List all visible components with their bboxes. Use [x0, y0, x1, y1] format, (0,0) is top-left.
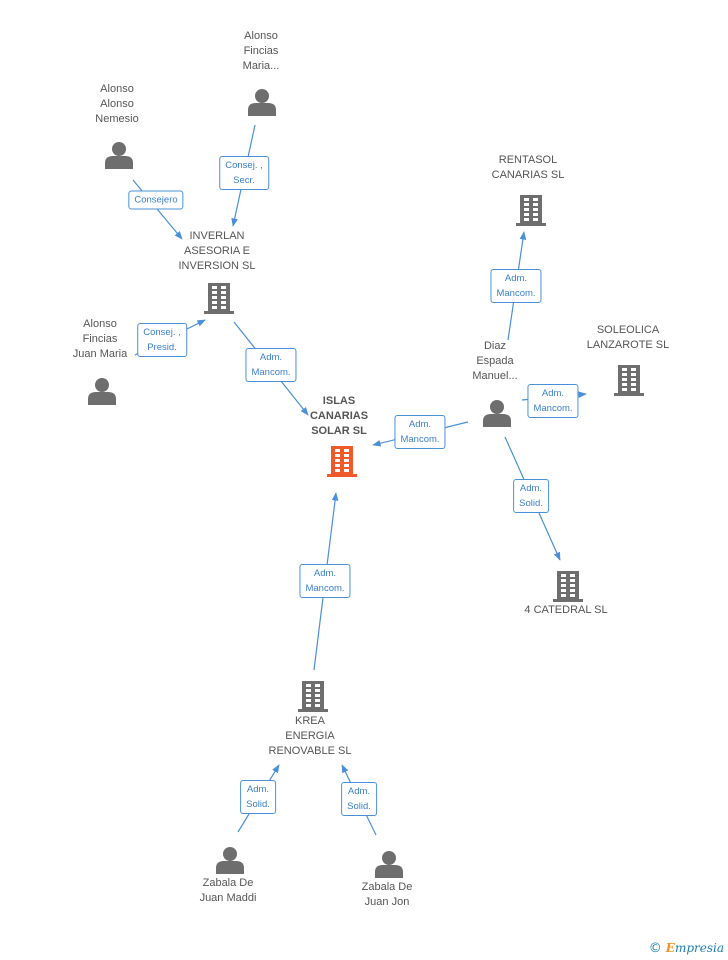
- node-label-line: Alonso: [83, 318, 117, 330]
- edge-label-e8[interactable]: Adm. Solid.: [513, 479, 549, 513]
- edge-alonso_nemesio-to-inverlan: [132, 179, 183, 240]
- edge-label-line: Consej. ,: [143, 327, 181, 338]
- empresia-brand-logo[interactable]: ©Empresia: [649, 941, 724, 956]
- person-icon[interactable]: [248, 89, 276, 116]
- building-icon[interactable]: [204, 283, 234, 314]
- edge-label-line: Consej. ,: [225, 160, 263, 171]
- edge-label-line: Adm.: [504, 273, 528, 284]
- edge-label-line: Solid.: [519, 498, 543, 509]
- node-label-line: CANARIAS SL: [491, 169, 565, 181]
- node-label-line: Fincias: [243, 45, 279, 57]
- node-label-line: Juan Maddi: [199, 892, 257, 904]
- node-label-krea[interactable]: KREA ENERGIA RENOVABLE SL: [269, 714, 352, 759]
- node-label-line: CANARIAS: [309, 410, 369, 422]
- edge-label-e10[interactable]: Adm. Solid.: [240, 780, 276, 814]
- node-label-line: ASESORIA E: [183, 245, 251, 257]
- node-label-line: Juan Jon: [364, 896, 410, 908]
- edge-label-e4[interactable]: Adm. Mancom.: [245, 348, 297, 382]
- edge-label-e3[interactable]: Consej. , Presid.: [137, 323, 187, 357]
- edge-label-e1[interactable]: Consej. , Secr.: [219, 156, 269, 190]
- edge-label-line: Mancom.: [533, 403, 573, 414]
- node-label-line: Alonso: [100, 83, 134, 95]
- edge-label-line: Mancom.: [251, 367, 291, 378]
- node-label-line: Zabala De: [202, 877, 254, 889]
- node-label-line: Maria...: [242, 60, 280, 72]
- edge-label-line: Adm.: [347, 786, 371, 797]
- node-label-line: RENOVABLE SL: [268, 745, 352, 757]
- node-label-line: SOLEOLICA: [596, 324, 660, 336]
- edge-label-e5[interactable]: Adm. Mancom.: [394, 415, 446, 449]
- brand-name: mpresia: [674, 941, 724, 955]
- edge-label-line: Mancom.: [305, 583, 345, 594]
- icons-layer: [88, 89, 644, 878]
- node-label-zabala_maddi[interactable]: Zabala De Juan Maddi: [200, 876, 257, 906]
- node-label-zabala_jon[interactable]: Zabala De Juan Jon: [362, 880, 413, 910]
- person-icon[interactable]: [88, 378, 116, 405]
- building-icon[interactable]: [614, 365, 644, 396]
- edge-label-e7[interactable]: Adm. Mancom.: [527, 384, 579, 418]
- node-label-catedral[interactable]: 4 CATEDRAL SL: [524, 603, 607, 618]
- edge-label-line: Mancom.: [496, 288, 536, 299]
- node-label-line: 4 CATEDRAL SL: [524, 604, 608, 616]
- node-label-islas[interactable]: ISLAS CANARIAS SOLAR SL: [310, 394, 368, 439]
- node-label-line: SOLAR SL: [311, 425, 367, 437]
- edge-label-line: Presid.: [147, 342, 177, 353]
- person-icon[interactable]: [216, 847, 244, 874]
- node-label-line: Alonso: [100, 98, 134, 110]
- node-label-inverlan[interactable]: INVERLAN ASESORIA E INVERSION SL: [178, 229, 255, 274]
- edge-label-e9[interactable]: Adm. Mancom.: [299, 564, 351, 598]
- copyright-icon: ©: [648, 941, 662, 956]
- node-label-line: ISLAS: [322, 395, 356, 407]
- brand-initial: E: [665, 941, 675, 955]
- edge-label-e11[interactable]: Adm. Solid.: [341, 782, 377, 816]
- person-icon[interactable]: [105, 142, 133, 169]
- edge-label-e2[interactable]: Consejero: [128, 190, 184, 210]
- edge-label-line: Secr.: [233, 175, 255, 186]
- building-icon[interactable]: [516, 195, 546, 226]
- building-icon[interactable]: [327, 446, 357, 477]
- edge-label-line: Adm.: [541, 388, 565, 399]
- node-label-line: LANZAROTE SL: [586, 339, 670, 351]
- person-icon[interactable]: [375, 851, 403, 878]
- node-label-line: Alonso: [244, 30, 278, 42]
- node-label-line: RENTASOL: [498, 154, 558, 166]
- edge-label-line: Solid.: [347, 801, 371, 812]
- node-label-soleolica[interactable]: SOLEOLICA LANZAROTE SL: [587, 323, 670, 353]
- edge-label-line: Solid.: [246, 799, 270, 810]
- edge-label-line: Adm.: [519, 483, 543, 494]
- node-label-line: Diaz: [483, 340, 506, 352]
- node-label-line: INVERLAN: [189, 230, 245, 242]
- node-label-line: KREA: [295, 715, 325, 727]
- node-label-line: INVERSION SL: [178, 260, 256, 272]
- building-icon[interactable]: [298, 681, 328, 712]
- person-icon[interactable]: [483, 400, 511, 427]
- edge-label-e6[interactable]: Adm. Mancom.: [490, 269, 542, 303]
- edge-label-line: Consejero: [134, 194, 178, 206]
- node-label-line: Manuel...: [472, 370, 518, 382]
- node-label-line: Juan Maria: [72, 348, 128, 360]
- edge-label-line: Mancom.: [400, 434, 440, 445]
- edge-label-line: Adm.: [259, 352, 283, 363]
- node-label-line: Espada: [476, 355, 514, 367]
- node-label-line: Nemesio: [95, 113, 139, 125]
- edge-label-line: Adm.: [408, 419, 432, 430]
- node-label-line: Zabala De: [361, 881, 413, 893]
- node-label-line: Fincias: [82, 333, 118, 345]
- edge-label-line: Adm.: [246, 784, 270, 795]
- edge-label-line: Adm.: [313, 568, 337, 579]
- building-icon[interactable]: [553, 571, 583, 602]
- node-label-line: ENERGIA: [285, 730, 335, 742]
- node-label-rentasol[interactable]: RENTASOL CANARIAS SL: [492, 153, 565, 183]
